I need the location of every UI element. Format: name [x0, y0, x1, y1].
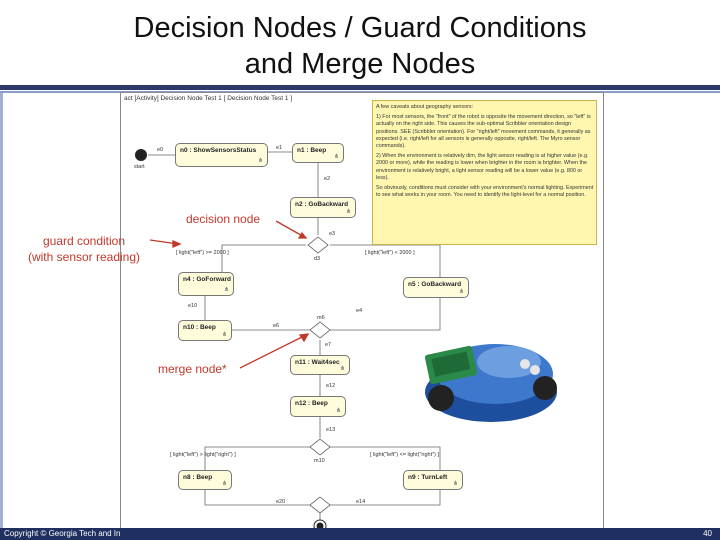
rake-icon: ⋔ [223, 287, 229, 293]
node-label: n5 : GoBackward [408, 281, 462, 288]
title-rule [0, 85, 720, 90]
node-label: n9 : TurnLeft [408, 474, 448, 481]
edge-label-e3: e3 [329, 231, 336, 237]
annotation-guard-condition: guard condition (with sensor reading) [14, 233, 154, 265]
note-paragraph: A few caveats about geography sensors: [376, 104, 474, 110]
node-label: n2 : GoBackward [295, 201, 349, 208]
robot-photo [424, 344, 557, 422]
rake-icon: ⋔ [458, 289, 464, 295]
edge-label-e6: e6 [273, 323, 280, 329]
action-node-n5: n5 : GoBackward⋔ [403, 277, 469, 298]
rake-icon: ⋔ [221, 332, 227, 338]
edge-label-e12: e12 [326, 383, 336, 389]
rake-icon: ⋔ [335, 408, 341, 414]
left-accent-bar [0, 93, 3, 533]
diagram-header: act [Activity] Decision Node Test 1 [ De… [124, 95, 293, 102]
node-label: n10 : Beep [183, 324, 216, 331]
edge-label-e1: e1 [276, 145, 283, 151]
slide-title: Decision Nodes / Guard Conditions and Me… [60, 10, 660, 82]
action-node-n9: n9 : TurnLeft ⋔ [403, 470, 463, 490]
node-label: n1 : Beep [297, 147, 327, 154]
node-label: n4 : GoForward [183, 276, 232, 283]
annotation-guard-line-2: (with sensor reading) [27, 250, 141, 264]
rake-icon: ⋔ [333, 154, 339, 160]
edge-label-e0: e0 [157, 147, 164, 153]
guard-bottom-left: [ light("left") > light("right") ] [170, 452, 236, 458]
edge-label-e14: e14 [356, 499, 366, 505]
node-label-m10: m10 [314, 458, 325, 464]
sensor-caveats-note [372, 100, 597, 245]
node-label: n11 : Wait4sec [295, 359, 340, 366]
note-paragraph: So obviously, conditions must consider w… [376, 185, 594, 199]
title-line-2: and Merge Nodes [244, 48, 476, 80]
guard-bottom-right: [ light("left") <= light("right") ] [370, 452, 439, 458]
note-text: A few caveats about geography sensors: 1… [376, 104, 594, 202]
annotation-merge-node: merge node* [158, 362, 227, 376]
edge-label-e20: e20 [276, 499, 286, 505]
rake-icon: ⋔ [221, 481, 227, 487]
annotation-guard-line-1: guard condition [42, 234, 126, 248]
rake-icon: ⋔ [257, 158, 263, 164]
edge-label-e10: e10 [188, 303, 198, 309]
note-paragraph: 2) When the environment is relatively di… [376, 153, 589, 181]
note-paragraph: 1) For most sensors, the "front" of the … [376, 114, 591, 150]
rake-icon: ⋔ [339, 366, 345, 372]
action-node-n8: n8 : Beep ⋔ [178, 470, 232, 490]
title-line-1: Decision Nodes / Guard Conditions [133, 12, 587, 44]
node-label: n0 : ShowSensorsStatus [180, 147, 257, 154]
action-node-n10: n10 : Beep ⋔ [178, 320, 232, 341]
action-node-n4: n4 : GoForward ⋔ [178, 272, 234, 296]
edge-label-e13: e13 [326, 427, 336, 433]
node-label: n8 : Beep [183, 474, 213, 481]
annotation-decision-node: decision node [186, 212, 261, 226]
start-label: start [134, 164, 145, 170]
edge-label-e2: e2 [324, 176, 331, 182]
footer-bar [0, 528, 720, 540]
action-node-n12: n12 : Beep ⋔ [290, 396, 346, 417]
rake-icon: ⋔ [452, 481, 458, 487]
footer-copyright: Copyright © Georgia Tech and In [4, 529, 121, 538]
rake-icon: ⋔ [345, 209, 351, 215]
edge-label-e7: e7 [325, 342, 332, 348]
guard-left: [ light("left") >= 2000 ] [176, 250, 229, 256]
guard-right: [ light("left") < 2000 ] [365, 250, 415, 256]
node-label: n12 : Beep [295, 400, 328, 407]
decision-label-d3: d3 [314, 256, 321, 262]
page-number: 40 [703, 529, 712, 538]
action-node-n1: n1 : Beep ⋔ [292, 143, 344, 163]
action-node-n11: n11 : Wait4sec⋔ [290, 355, 350, 375]
action-node-n2: n2 : GoBackward⋔ [290, 197, 356, 218]
action-node-n0: n0 : ShowSensorsStatus⋔ [175, 143, 268, 167]
merge-label-m6: m6 [317, 315, 325, 321]
edge-label-e4: e4 [356, 308, 363, 314]
